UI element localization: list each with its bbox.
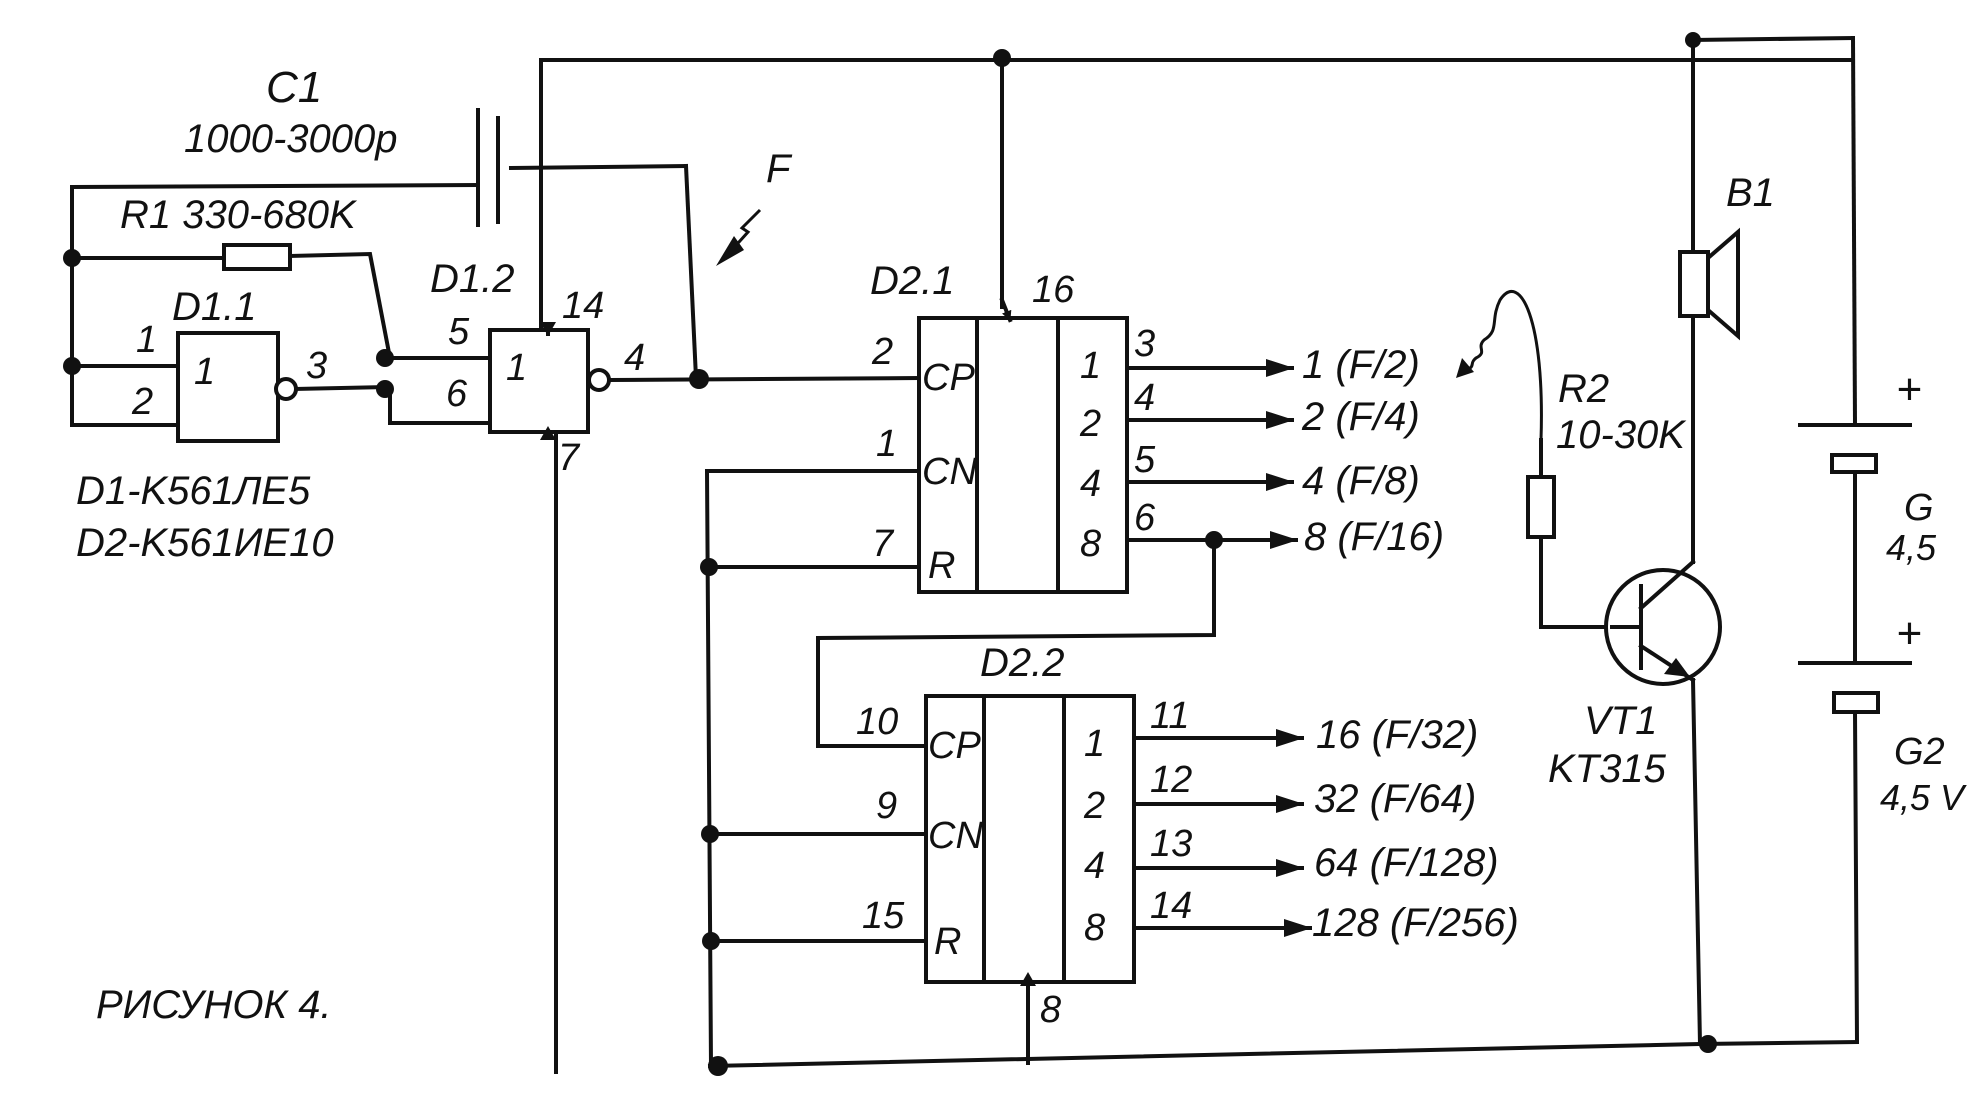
- g2-voltage-label: 4,5 V: [1880, 777, 1967, 818]
- r1-label: R1 330-680K: [120, 193, 358, 237]
- d1-1-pin-in-b: 2: [131, 381, 153, 423]
- d1-2-pin-vcc: 14: [562, 285, 604, 327]
- counter-d2-1: [917, 316, 1129, 594]
- d2-2-q2-weight: 2: [1083, 785, 1105, 827]
- d2-1-in-cn-pin: 1: [876, 423, 897, 465]
- d2-1-q3-signal: 4 (F/8): [1302, 459, 1420, 503]
- d2-1-pin-vcc: 16: [1032, 269, 1075, 311]
- d1-2-pin-in-b: 6: [446, 373, 468, 415]
- f-marker-arrow: [716, 208, 762, 266]
- g2-polarity: +: [1896, 609, 1922, 658]
- capacitor-c1: [476, 108, 500, 227]
- g1-polarity: +: [1896, 365, 1922, 414]
- battery-g1: [1798, 423, 1912, 474]
- parts-list-d1: D1-K561ЛЕ5: [76, 469, 311, 513]
- d2-2-in-r-pin: 15: [862, 895, 905, 937]
- gate-d1-1: [176, 331, 298, 443]
- d2-2-q4-weight: 8: [1084, 907, 1105, 949]
- d1-2-pin-in-a: 5: [448, 311, 470, 353]
- vt1-ref-label: VT1: [1584, 699, 1657, 743]
- d2-1-output-lines: [1125, 359, 1298, 549]
- b1-ref-label: B1: [1726, 171, 1775, 215]
- d2-2-name: D2.2: [980, 641, 1065, 685]
- d2-2-in-cn-pin: 9: [876, 785, 897, 827]
- r2-ref-label: R2: [1558, 367, 1609, 411]
- d2-2-q2-signal: 32 (F/64): [1314, 777, 1476, 821]
- d2-2-q4-signal: 128 (F/256): [1312, 901, 1519, 945]
- d2-1-q2-weight: 2: [1079, 403, 1101, 445]
- d1-2-function: 1: [506, 347, 527, 389]
- d2-1-in-cn-name: CN: [922, 451, 977, 493]
- d2-2-q4-pin: 14: [1150, 885, 1192, 927]
- parts-list-d2: D2-K561ИЕ10: [76, 521, 334, 565]
- d2-2-q3-signal: 64 (F/128): [1314, 841, 1499, 885]
- d1-2-pin-gnd: 7: [558, 437, 581, 479]
- d2-1-q4-pin: 6: [1134, 497, 1156, 539]
- d2-1-in-r-pin: 7: [872, 523, 895, 565]
- r2-value-label: 10-30K: [1556, 413, 1687, 457]
- gate-d1-2: [488, 328, 611, 434]
- f-marker-label: F: [766, 147, 793, 191]
- d2-1-q4-weight: 8: [1080, 523, 1101, 565]
- d2-1-q2-signal: 2 (F/4): [1301, 395, 1420, 439]
- d2-1-q1-weight: 1: [1080, 345, 1101, 387]
- transistor-vt1: [1604, 559, 1722, 686]
- d2-1-q2-pin: 4: [1134, 377, 1155, 419]
- d2-1-name: D2.1: [870, 259, 955, 303]
- d1-1-function: 1: [194, 351, 215, 393]
- battery-g2: [1798, 661, 1912, 714]
- d2-2-q1-weight: 1: [1084, 723, 1105, 765]
- d2-2-in-cp-name: CP: [928, 725, 981, 767]
- d2-2-q1-signal: 16 (F/32): [1316, 713, 1478, 757]
- d2-2-pin-gnd: 8: [1040, 989, 1061, 1031]
- d1-2-pin-out: 4: [624, 337, 645, 379]
- c1-value-label: 1000-3000p: [184, 117, 398, 161]
- counter-d2-2: [924, 694, 1136, 984]
- resistor-r1: [222, 243, 292, 271]
- d2-1-in-cp-pin: 2: [871, 331, 893, 373]
- d2-1-q4-signal: 8 (F/16): [1304, 515, 1444, 559]
- wires: [69, 35, 1860, 1074]
- d2-2-q3-weight: 4: [1084, 845, 1105, 887]
- d2-1-q1-signal: 1 (F/2): [1302, 343, 1420, 387]
- vt1-type-label: KT315: [1548, 747, 1667, 791]
- d2-2-output-lines: [1132, 729, 1312, 937]
- g2-ref-label: G2: [1894, 731, 1945, 773]
- d2-2-q2-pin: 12: [1150, 759, 1192, 801]
- r2-flying-lead: [1456, 290, 1543, 441]
- d1-1-pin-out: 3: [306, 345, 327, 387]
- speaker-b1-icon: [1678, 227, 1740, 341]
- d1-1-pin-in-a: 1: [136, 319, 157, 361]
- figure-caption: РИСУНОК 4.: [96, 983, 332, 1027]
- c1-ref-label: C1: [266, 63, 322, 112]
- d2-2-q1-pin: 11: [1150, 695, 1189, 737]
- d2-2-in-cp-pin: 10: [856, 701, 898, 743]
- d2-1-q3-pin: 5: [1134, 439, 1156, 481]
- d2-1-in-cp-name: CP: [922, 357, 975, 399]
- d2-2-in-cn-name: CN: [928, 815, 983, 857]
- g1-voltage-label: 4,5: [1886, 527, 1937, 568]
- d2-1-q3-weight: 4: [1080, 463, 1101, 505]
- d2-1-in-r-name: R: [928, 545, 955, 587]
- resistor-r2: [1526, 475, 1556, 539]
- d1-1-name: D1.1: [172, 285, 257, 329]
- d1-2-name: D1.2: [430, 257, 515, 301]
- d2-1-q1-pin: 3: [1134, 323, 1155, 365]
- g1-ref-label: G: [1904, 487, 1934, 529]
- supply-pin-arrows: [540, 297, 1036, 986]
- d2-2-in-r-name: R: [934, 921, 961, 963]
- d2-2-q3-pin: 13: [1150, 823, 1192, 865]
